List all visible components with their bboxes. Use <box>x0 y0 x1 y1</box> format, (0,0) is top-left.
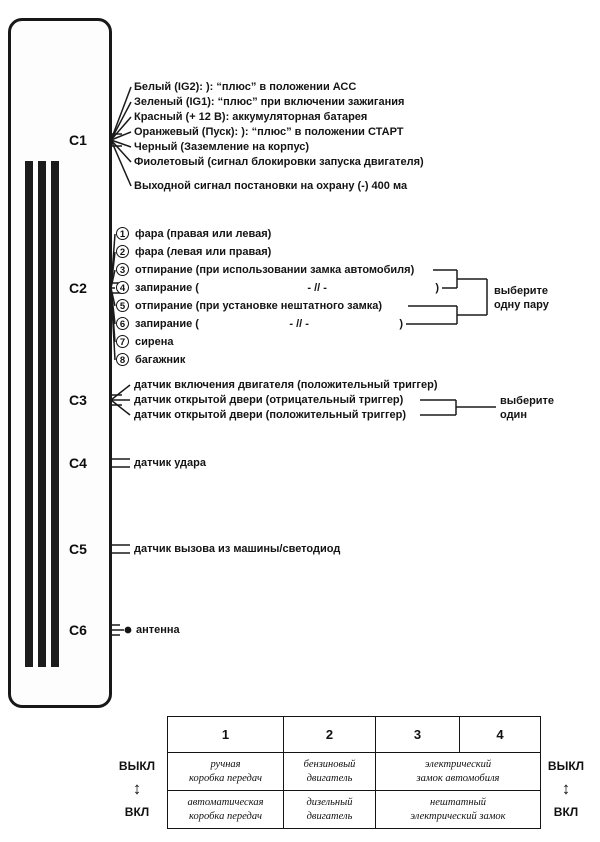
c3-wire-label: датчик включения двигателя (положительны… <box>134 379 438 391</box>
c3-wire-label: датчик открытой двери (отрицательный три… <box>134 394 404 406</box>
antenna-label: антенна <box>136 624 180 636</box>
dip-col-1: 1 <box>167 716 284 753</box>
c1-wire-label: Оранжевый (Пуск): ): “плюс” в положении … <box>134 126 404 138</box>
c2-wire-label: отпирание (при использовании замка автом… <box>135 264 415 276</box>
c4-wire-lines <box>110 458 130 468</box>
c1-wire-label: Черный (Заземление на корпус) <box>134 141 310 153</box>
pin-number-5: 5 <box>116 299 129 312</box>
pin-number-3: 3 <box>116 263 129 276</box>
connector-label-c4: C4 <box>69 455 87 471</box>
dip-cell: электрический замок автомобиля <box>375 752 541 791</box>
c1-wire-label: Белый (IG2): ): “плюс” в положении АСС <box>134 81 357 93</box>
on-label-right: ВКЛ <box>553 805 579 819</box>
dip-col-3: 3 <box>375 716 460 753</box>
wire-label-part: ) <box>435 282 439 294</box>
c4-wire-label: датчик удара <box>134 457 206 469</box>
choose-one-pair-note: выберите одну пару <box>494 285 549 311</box>
c1-wire-label: Выходной сигнал постановки на охрану (-)… <box>134 180 408 192</box>
choose-one-note: выберите один <box>500 395 555 421</box>
wire-label-part: - // - <box>307 282 327 294</box>
dip-cell: автоматическая коробка передач <box>167 790 284 829</box>
c1-wire-label: Зеленый (IG1): “плюс” при включении зажи… <box>134 96 405 108</box>
dip-cell: бензиновый двигатель <box>283 752 376 791</box>
connector-label-c1: C1 <box>69 132 87 148</box>
off-label-left: ВЫКЛ <box>118 759 156 773</box>
off-label-right: ВЫКЛ <box>547 759 585 773</box>
antenna-dot <box>124 626 132 634</box>
wire-label-part: запирание ( <box>135 282 199 294</box>
pin-number-6: 6 <box>116 317 129 330</box>
wire-label-part: запирание ( <box>135 318 199 330</box>
c2-wire-label: фара (левая или правая) <box>135 246 272 258</box>
connector-strip-bar <box>25 161 33 667</box>
wire-label-part: ) <box>399 318 403 330</box>
dip-header-row: 1 2 3 4 <box>167 716 541 753</box>
dip-switch-table: 1 2 3 4 ручная коробка передач бензиновы… <box>167 716 541 829</box>
wire-label-part: - // - <box>289 318 309 330</box>
pin-number-7: 7 <box>116 335 129 348</box>
c6-wire-lines <box>110 624 132 636</box>
connector-strip-bar <box>51 161 59 667</box>
c2-wire-label: запирание ( - // - ) <box>135 282 439 294</box>
c1-wire-label: Красный (+ 12 В): аккумуляторная батарея <box>134 111 368 123</box>
connector-label-c5: C5 <box>69 541 87 557</box>
c2-wire-label: запирание ( - // - ) <box>135 318 403 330</box>
c3-wire-label: датчик открытой двери (положительный три… <box>134 409 407 421</box>
dip-off-row: ручная коробка передач бензиновый двигат… <box>167 752 541 791</box>
pin-number-4: 4 <box>116 281 129 294</box>
dip-on-row: автоматическая коробка передач дизельный… <box>167 790 541 829</box>
pin-number-1: 1 <box>116 227 129 240</box>
dip-cell: нештатный электрический замок <box>375 790 541 829</box>
c2-wire-label: сирена <box>135 336 174 348</box>
c1-wire-fan <box>110 86 132 187</box>
dip-cell: ручная коробка передач <box>167 752 284 791</box>
control-unit <box>8 18 112 708</box>
pin-number-2: 2 <box>116 245 129 258</box>
dip-col-2: 2 <box>283 716 376 753</box>
c3-choose-bracket <box>420 399 496 416</box>
connector-label-c3: C3 <box>69 392 87 408</box>
on-label-left: ВКЛ <box>124 805 150 819</box>
c5-wire-lines <box>110 544 130 554</box>
c2-wire-label: багажник <box>135 354 186 366</box>
connector-label-c6: C6 <box>69 622 87 638</box>
dip-cell: дизельный двигатель <box>283 790 376 829</box>
connector-strip-bar <box>38 161 46 667</box>
c2-wire-label: отпирание (при установке нештатного замк… <box>135 300 383 312</box>
c1-wire-label: Фиолетовый (сигнал блокировки запуска дв… <box>134 156 424 168</box>
c2-wire-label: фара (правая или левая) <box>135 228 272 240</box>
c2-pair-brackets <box>406 269 488 325</box>
connector-label-c2: C2 <box>69 280 87 296</box>
pin-number-8: 8 <box>116 353 129 366</box>
updown-arrow-right: ↕ <box>561 779 571 798</box>
c3-wire-fan <box>110 384 131 416</box>
dip-col-4: 4 <box>459 716 541 753</box>
updown-arrow-left: ↕ <box>132 779 142 798</box>
c5-wire-label: датчик вызова из машины/светодиод <box>134 543 341 555</box>
